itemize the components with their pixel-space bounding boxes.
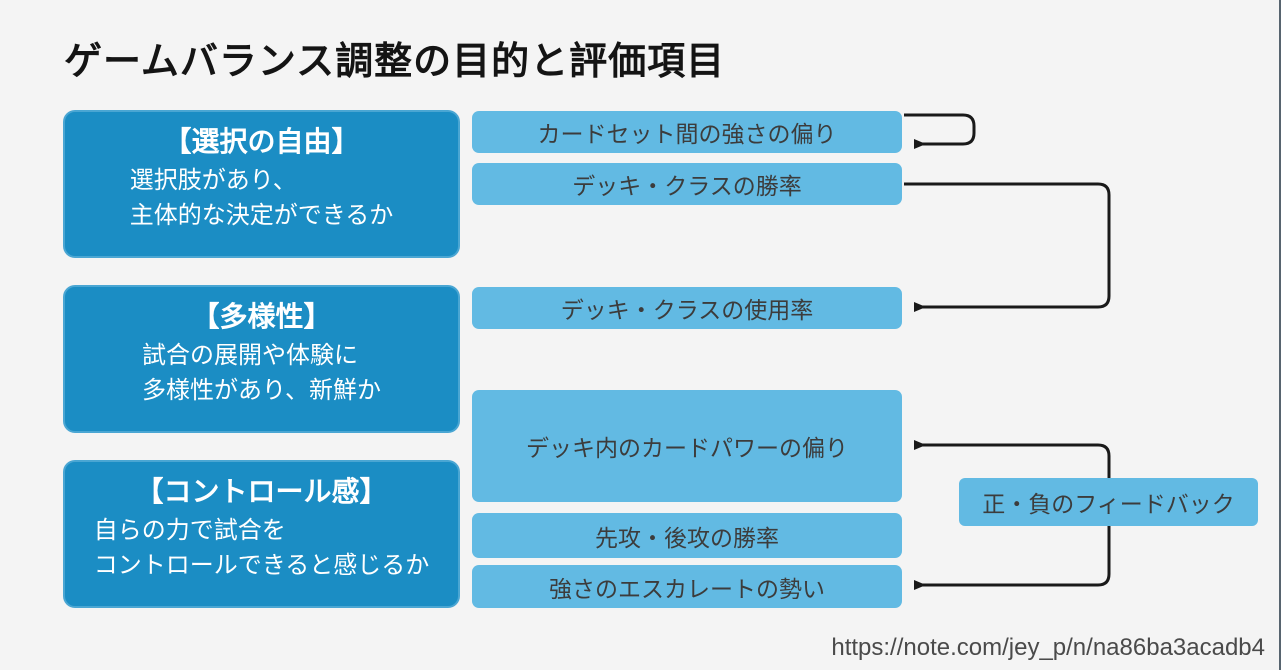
goal-body-line: 主体的な決定ができるか [129,202,394,230]
winrate-to-usage-arrow [904,182,1111,312]
goal-box-freedom-of-choice: 【選択の自由】 選択肢があり、 主体的な決定ができるか [63,110,460,258]
goal-body: 自らの力で試合を コントロールできると感じるか [94,514,430,584]
goal-heading: 【選択の自由】 [163,126,360,157]
feedback-box: 正・負のフィードバック [959,478,1258,526]
metric-label: デッキ・クラスの勝率 [572,173,802,199]
metric-box-deck-class-usage: デッキ・クラスの使用率 [472,287,902,329]
metric-label: 強さのエスカレートの勢い [549,575,825,602]
goal-body: 試合の展開や体験に 多様性があり、新鮮か [142,339,381,409]
metric-label: カードセット間の強さの偏り [537,121,837,147]
right-edge-line [1279,0,1281,670]
metric-box-card-power-bias: デッキ内のカードパワーの偏り [472,390,902,502]
metric-label: デッキ・クラスの使用率 [560,297,814,323]
goal-box-sense-of-control: 【コントロール感】 自らの力で試合を コントロールできると感じるか [63,460,460,608]
feedback-to-escalation-arrow [914,526,1111,590]
goal-body-line: 多様性があり、新鮮か [141,377,382,405]
self-loop-arrow [904,113,976,149]
metric-box-escalation-momentum: 強さのエスカレートの勢い [472,565,902,608]
goal-body-line: 選択肢があり、 [129,167,297,195]
goal-heading: 【多様性】 [191,301,332,332]
slide-title: ゲームバランス調整の目的と評価項目 [64,41,726,83]
goal-body: 選択肢があり、 主体的な決定ができるか [130,164,394,234]
metric-box-deck-class-winrate: デッキ・クラスの勝率 [472,163,902,205]
source-url: https://note.com/jey_p/n/na86ba3acadb4 [831,634,1265,661]
metric-label: 先攻・後攻の勝率 [595,524,779,551]
metric-label: デッキ内のカードパワーの偏り [526,435,848,461]
metric-box-first-second-winrate: 先攻・後攻の勝率 [472,513,902,558]
goal-box-diversity: 【多様性】 試合の展開や体験に 多様性があり、新鮮か [63,285,460,433]
goal-body-line: 試合の展開や体験に [141,342,358,370]
goal-heading: 【コントロール感】 [135,476,388,507]
feedback-label: 正・負のフィードバック [982,491,1235,517]
goal-body-line: 自らの力で試合を [93,517,286,545]
goal-body-line: コントロールできると感じるか [93,552,430,580]
feedback-to-card-power-arrow [914,440,1111,478]
metric-box-card-set-bias: カードセット間の強さの偏り [472,111,902,153]
